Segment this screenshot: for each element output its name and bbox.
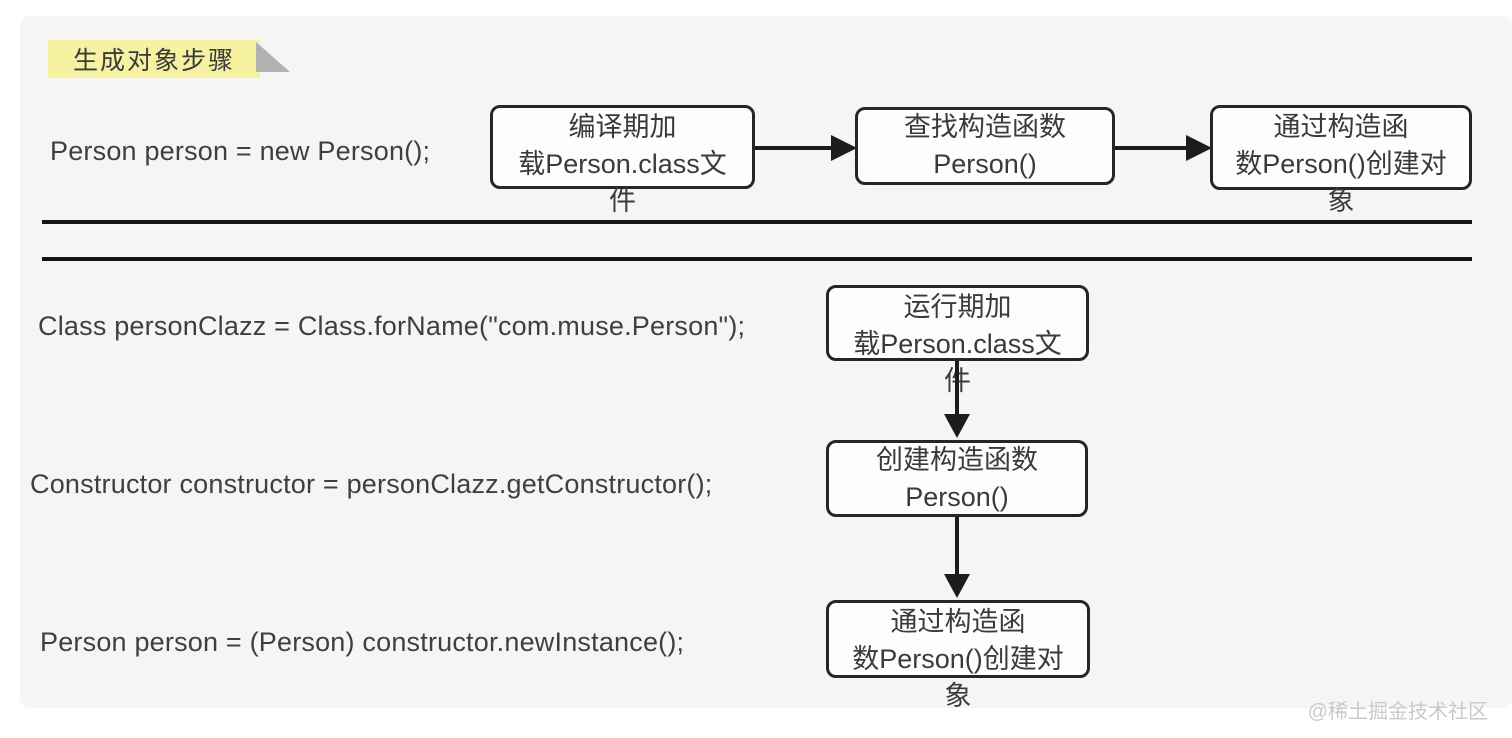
arrow-right-icon	[1186, 135, 1212, 161]
flow-box-runtime-load-label: 运行期加 载Person.class文 件	[853, 292, 1062, 396]
code-new-instance: Person person = (Person) constructor.new…	[40, 627, 685, 657]
flow-box-create-object-top: 通过构造函 数Person()创建对 象	[1210, 105, 1472, 216]
flow-box-find-constructor-label: 查找构造函数 Person()	[904, 112, 1066, 179]
watermark: @稀土掘金技术社区	[1307, 701, 1488, 723]
flow-box-create-constructor-label: 创建构造函数 Person()	[876, 444, 1038, 512]
arrow-down-icon	[944, 414, 970, 438]
arrow-line	[955, 517, 959, 579]
code-get-constructor: Constructor constructor = personClazz.ge…	[30, 469, 713, 499]
flow-box-runtime-load: 运行期加 载Person.class文 件	[826, 285, 1089, 396]
title-highlight	[48, 40, 260, 78]
code-class-forname: Class personClazz = Class.forName("com.m…	[38, 311, 746, 341]
arrow-right-icon	[831, 135, 857, 161]
flow-box-compile-load-label: 编译期加 载Person.class文 件	[518, 112, 727, 216]
arrow-line	[755, 146, 835, 150]
arrow-line	[1115, 146, 1189, 150]
divider-line	[42, 257, 1472, 261]
flow-box-create-object-top-label: 通过构造函 数Person()创建对 象	[1235, 112, 1447, 216]
flow-box-compile-load: 编译期加 载Person.class文 件	[490, 105, 755, 216]
flow-box-find-constructor: 查找构造函数 Person()	[855, 107, 1115, 185]
flow-box-create-object-bottom-label: 通过构造函 数Person()创建对 象	[852, 607, 1064, 711]
code-direct-new: Person person = new Person();	[50, 136, 431, 166]
arrow-down-icon	[944, 574, 970, 598]
arrow-line	[955, 361, 959, 419]
flow-box-create-object-bottom: 通过构造函 数Person()创建对 象	[826, 600, 1090, 711]
flow-box-create-constructor: 创建构造函数 Person()	[826, 440, 1088, 517]
page-title-text: 生成对象步骤	[72, 47, 235, 75]
divider-line	[42, 220, 1472, 224]
